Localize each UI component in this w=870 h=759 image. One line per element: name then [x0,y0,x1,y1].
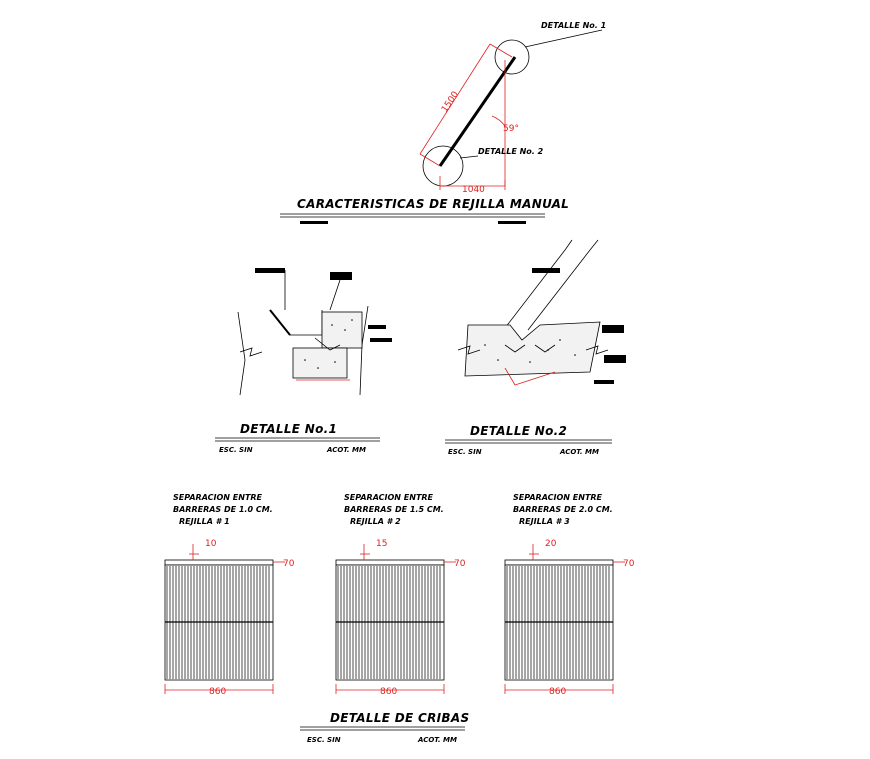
detail-2-units: ACOT. MM [559,448,599,456]
detail-1-concrete-block [321,311,363,349]
detail-1-drawing: DETALLE No.1 ESC. SIN ACOT. MM [215,268,392,454]
screen-2-caption-3: REJILLA # 2 [350,517,401,526]
dim-length-label: 1500 [440,90,461,115]
screen-2-caption-2: BARRERAS DE 1.5 CM. [344,505,444,514]
detail-1-title: DETALLE No.1 [240,422,337,436]
screen-1-caption-1: SEPARACION ENTRE [173,493,263,502]
scale-bar-left [300,221,328,224]
screen-3-caption-3: REJILLA # 3 [519,517,570,526]
screen-1-width-label: 860 [209,687,226,697]
screen-2-spacing-label: 15 [376,539,387,549]
screen-1-side-label: 70 [283,559,295,569]
screen-2-width-label: 860 [380,687,397,697]
callout-1-leader [524,29,603,48]
screen-2-side-label: 70 [454,559,466,569]
screen-1-caption-2: BARRERAS DE 1.0 CM. [173,505,273,514]
overview-title: CARACTERISTICAS DE REJILLA MANUAL [297,197,569,211]
overview-drawing: 1500 1040 59° DETALLE No. 1 DETALLE No. … [280,21,606,224]
screen-3-side-label: 70 [623,559,635,569]
screens-footer-scale: ESC. SIN [307,736,341,744]
detail-2-concrete [464,321,601,377]
detail-1-concrete-base [292,347,348,379]
detail-1-label-bar [370,338,392,342]
detail-2-scale: ESC. SIN [448,448,482,456]
detail-1-label-bar [255,268,285,273]
screen-2-top-frame [335,559,445,566]
callout-1-label: DETALLE No. 1 [541,21,606,30]
screen-3-caption-2: BARRERAS DE 2.0 CM. [513,505,613,514]
detail-2-label-bar [602,325,624,333]
screen-2: SEPARACION ENTRE BARRERAS DE 1.5 CM. REJIL… [335,493,466,697]
dim-angle-label: 59° [503,124,519,134]
screen-1-caption-3: REJILLA # 1 [179,517,230,526]
screen-1-top-frame [164,559,274,566]
screen-3-caption-1: SEPARACION ENTRE [513,493,603,502]
detail-2-drawing: DETALLE No.2 ESC. SIN ACOT. MM [445,239,626,456]
detail-1-anchor [314,337,341,351]
detail-1-bar-end [269,309,291,336]
detail-2-title: DETALLE No.2 [470,424,567,438]
screen-1-spacing-label: 10 [205,539,217,549]
screen-3-spacing-label: 20 [545,539,557,549]
screen-1: SEPARACION ENTRE BARRERAS DE 1.0 CM. REJIL… [164,493,295,697]
detail-2-label-bar [532,268,560,273]
callout-2-leader [459,155,479,159]
detail-2-label-bar [594,380,614,384]
dim-base-label: 1040 [462,185,485,195]
screen-2-caption-1: SEPARACION ENTRE [344,493,434,502]
screen-3: SEPARACION ENTRE BARRERAS DE 2.0 CM. REJIL… [504,493,635,697]
inclined-screen-bar [438,56,517,167]
detail-circle-2 [422,145,464,187]
screen-3-top-frame [504,559,614,566]
detail-1-label-bar [330,272,352,280]
detail-2-label-bar [604,355,626,363]
detail-1-label-bar [368,325,386,329]
screens-footer-title: DETALLE DE CRIBAS [330,711,469,725]
dim-line-length [419,43,491,155]
screens-footer: DETALLE DE CRIBAS ESC. SIN ACOT. MM [300,711,469,744]
detail-circle-1 [494,39,530,75]
detail-1-channel [269,309,323,336]
detail-2-bar-right [527,249,591,331]
detail-1-ground-left [237,311,246,396]
screens-footer-units: ACOT. MM [417,736,457,744]
detail-1-scale: ESC. SIN [219,446,253,454]
detail-2-dim [504,367,516,386]
detail-2-bar-left [504,249,566,329]
scale-bar-right [498,221,526,224]
screen-3-width-label: 860 [549,687,566,697]
screens-group: SEPARACION ENTRE BARRERAS DE 1.0 CM. REJIL… [164,493,635,697]
angle-arc [491,115,506,127]
callout-2-label: DETALLE No. 2 [478,147,544,156]
detail-1-units: ACOT. MM [326,446,366,454]
